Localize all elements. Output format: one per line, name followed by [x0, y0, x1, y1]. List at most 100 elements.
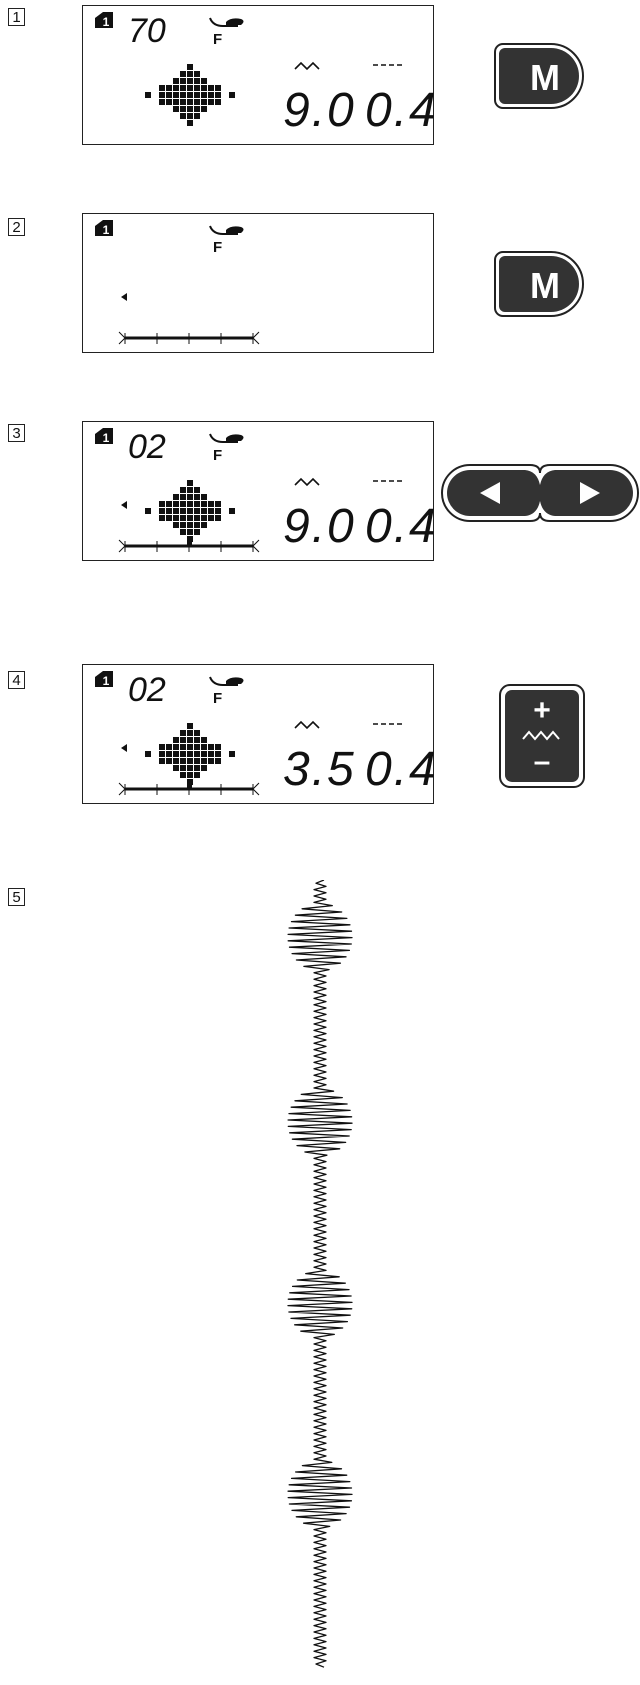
pattern-cell — [187, 487, 193, 493]
pattern-cell — [187, 501, 193, 507]
cursor-left-icon — [121, 501, 127, 509]
pattern-cell — [173, 106, 179, 112]
pattern-cell — [180, 501, 186, 507]
pattern-cell — [187, 92, 193, 98]
pattern-cell — [180, 78, 186, 84]
pattern-cell — [173, 78, 179, 84]
pattern-cell — [166, 85, 172, 91]
pattern-cell — [180, 71, 186, 77]
pattern-cell — [194, 92, 200, 98]
stitch-length-value: 0.4 — [365, 743, 435, 796]
pattern-cell — [173, 508, 179, 514]
pattern-cell — [145, 508, 151, 514]
pattern-cell — [208, 92, 214, 98]
pattern-cell — [159, 92, 165, 98]
pattern-cell — [229, 92, 235, 98]
stitch-width-icon — [522, 730, 560, 741]
pattern-cell — [194, 765, 200, 771]
pattern-cell — [180, 730, 186, 736]
width-plus-label: + — [533, 694, 551, 727]
pattern-cell — [201, 85, 207, 91]
pattern-cell — [180, 508, 186, 514]
foot-label: F — [213, 31, 222, 48]
pattern-cell — [187, 106, 193, 112]
pattern-cell — [180, 522, 186, 528]
pattern-cell — [201, 92, 207, 98]
pattern-cell — [173, 758, 179, 764]
pattern-cell — [173, 85, 179, 91]
pattern-cell — [201, 737, 207, 743]
pattern-cell — [180, 85, 186, 91]
pattern-cell — [187, 751, 193, 757]
memory-icon: 1 — [95, 12, 113, 29]
step-number-1: 1 — [8, 8, 25, 26]
pattern-cell — [180, 529, 186, 535]
presser-foot-icon — [209, 225, 244, 235]
pattern-cell — [159, 515, 165, 521]
memory-button-label: M — [530, 57, 560, 98]
stitch-width-button[interactable]: + – — [498, 683, 586, 794]
pattern-cell — [187, 120, 193, 126]
arrow-buttons[interactable] — [440, 463, 640, 528]
pattern-cell — [215, 501, 221, 507]
pattern-cell — [180, 99, 186, 105]
stitch-length-value: 0.4 — [365, 500, 435, 553]
pattern-cell — [201, 508, 207, 514]
pattern-cell — [208, 751, 214, 757]
pattern-cell — [187, 113, 193, 119]
pattern-cell — [166, 744, 172, 750]
pattern-cell — [187, 64, 193, 70]
pattern-cell — [201, 78, 207, 84]
pattern-cell — [187, 744, 193, 750]
pattern-cell — [187, 99, 193, 105]
pattern-cell — [173, 522, 179, 528]
pattern-cell — [229, 751, 235, 757]
pattern-cell — [187, 522, 193, 528]
pattern-cell — [180, 515, 186, 521]
pattern-cell — [180, 758, 186, 764]
pattern-cell — [166, 515, 172, 521]
pattern-cell — [187, 737, 193, 743]
pattern-cell — [187, 758, 193, 764]
arrow-right-icon[interactable] — [580, 482, 600, 504]
pattern-cell — [166, 99, 172, 105]
foot-label: F — [213, 239, 222, 256]
pattern-cell — [145, 751, 151, 757]
pattern-cell — [180, 772, 186, 778]
pattern-cell — [173, 494, 179, 500]
pattern-cell — [159, 758, 165, 764]
pattern-cell — [187, 529, 193, 535]
arrow-left-icon[interactable] — [480, 482, 500, 504]
presser-foot-icon — [209, 17, 244, 27]
pattern-cell — [208, 508, 214, 514]
pattern-cell — [215, 744, 221, 750]
pattern-cell — [159, 85, 165, 91]
step-number-5: 5 — [8, 888, 25, 906]
stitch-sample — [270, 879, 370, 1685]
pattern-cell — [215, 515, 221, 521]
pattern-cell — [194, 99, 200, 105]
pattern-cell — [194, 772, 200, 778]
program-number: 02 — [128, 671, 166, 709]
pattern-cell — [194, 494, 200, 500]
pattern-cell — [201, 494, 207, 500]
presser-foot-icon — [209, 676, 244, 686]
pattern-cell — [180, 494, 186, 500]
pattern-cell — [194, 113, 200, 119]
stitch-line — [287, 879, 353, 1668]
memory-icon: 1 — [95, 220, 113, 237]
stitch-pattern-icon — [145, 64, 235, 126]
pattern-cell — [145, 92, 151, 98]
pattern-cell — [187, 723, 193, 729]
pattern-cell — [201, 522, 207, 528]
pattern-cell — [187, 515, 193, 521]
pattern-cell — [173, 751, 179, 757]
pattern-cell — [201, 501, 207, 507]
memory-button[interactable]: M — [493, 42, 590, 115]
pattern-cell — [180, 737, 186, 743]
pattern-cell — [208, 758, 214, 764]
memory-button-step-2[interactable]: M — [493, 250, 590, 323]
stitch-length-value: 0.4 — [365, 84, 435, 137]
pattern-cell — [159, 751, 165, 757]
